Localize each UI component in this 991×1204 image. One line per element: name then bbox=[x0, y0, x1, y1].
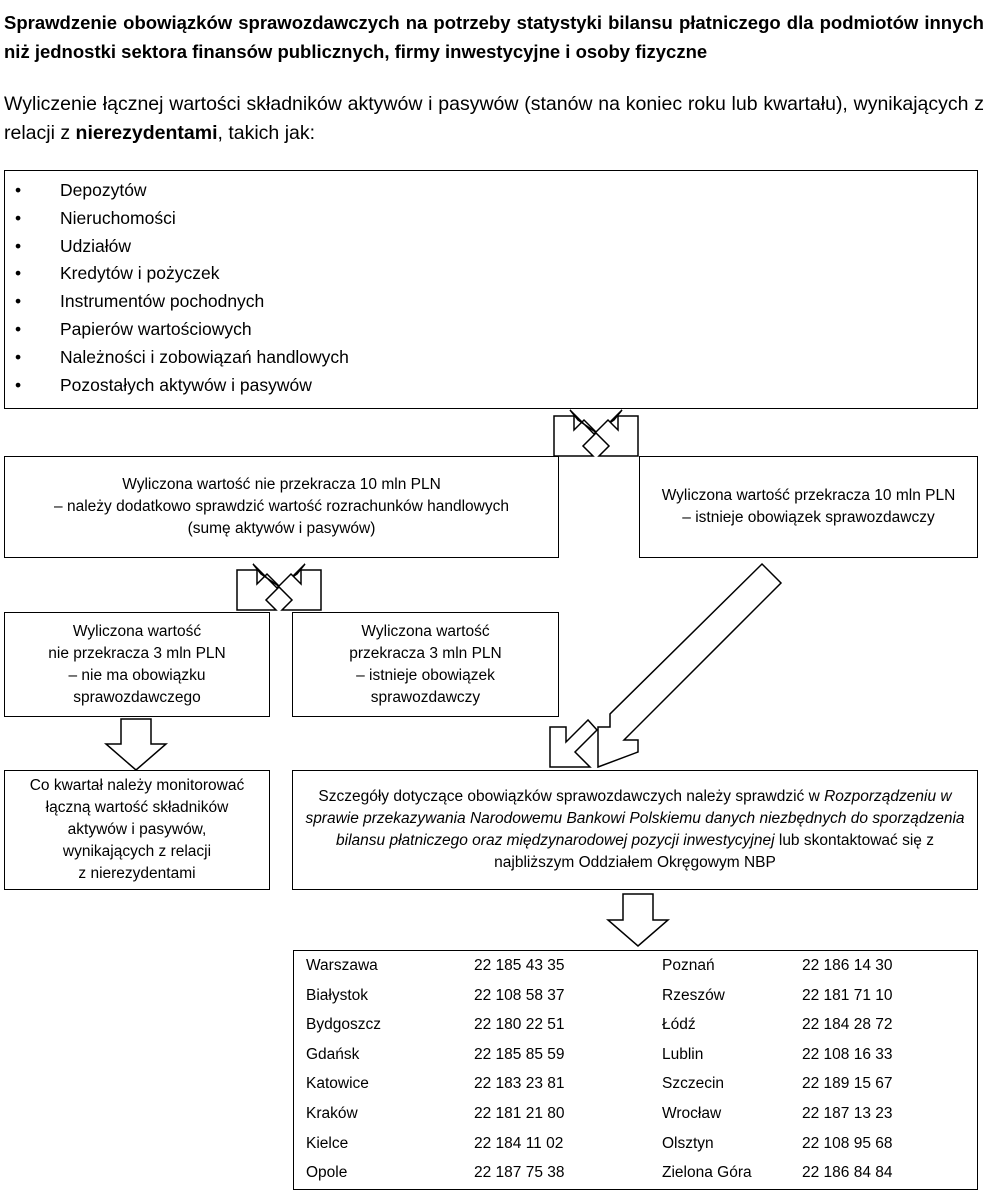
contact-city: Wrocław bbox=[662, 1105, 722, 1122]
contact-phone: 22 184 11 02 bbox=[474, 1134, 564, 1152]
arrow-top-right bbox=[569, 409, 639, 457]
list-item: Kredytów i pożyczek bbox=[15, 260, 977, 288]
asset-types-list: Depozytów Nieruchomości Udziałów Kredytó… bbox=[15, 177, 977, 399]
contact-phone: 22 108 95 68 bbox=[802, 1134, 893, 1152]
table-row: Katowice 22 183 23 81 Szczecin 22 189 15 67 bbox=[294, 1075, 977, 1104]
over-3mln-box: Wyliczona wartość przekracza 3 mln PLN –… bbox=[292, 612, 559, 717]
under-10mln-line1: Wyliczona wartość nie przekracza 10 mln … bbox=[122, 476, 441, 493]
under-10mln-box: Wyliczona wartość nie przekracza 10 mln … bbox=[4, 456, 559, 558]
list-item: Udziałów bbox=[15, 233, 977, 261]
monitor-line3: aktywów i pasywów, bbox=[67, 821, 207, 838]
contact-city: Gdańsk bbox=[306, 1045, 360, 1063]
table-row: Opole 22 187 75 38 Zielona Góra 22 186 84 8… bbox=[294, 1164, 977, 1193]
regulation-title: Rozporządzeniu w sprawie przekazywania N… bbox=[305, 788, 965, 849]
contact-city: Kraków bbox=[306, 1105, 358, 1122]
list-item: Papierów wartościowych bbox=[15, 316, 977, 344]
intro-paragraph: Wyliczenie łącznej wartości składników a… bbox=[4, 90, 984, 148]
contact-city: Lublin bbox=[662, 1045, 704, 1063]
contact-city: Kielce bbox=[306, 1134, 349, 1152]
contact-city: Opole bbox=[306, 1164, 348, 1182]
over-3mln-line2: przekracza 3 mln PLN bbox=[349, 644, 502, 662]
under-3mln-line4: sprawozdawczego bbox=[73, 688, 201, 706]
details-box: Szczegóły dotyczące obowiązków sprawozda… bbox=[292, 770, 978, 890]
table-row: Kraków 22 181 21 80 Wrocław 22 187 13 23 bbox=[294, 1105, 977, 1134]
monitor-line5: z nierezydentami bbox=[78, 865, 196, 882]
list-item: Depozytów bbox=[15, 177, 977, 205]
monitor-box: Co kwartał należy monitorować łączną war… bbox=[4, 770, 270, 890]
intro-text-before: Wyliczenie łącznej wartości składników a… bbox=[4, 93, 984, 144]
contact-city: Szczecin bbox=[662, 1075, 725, 1093]
contact-phone: 22 189 15 67 bbox=[802, 1075, 893, 1093]
under-3mln-line2: nie przekracza 3 mln PLN bbox=[48, 644, 226, 662]
intro-bold: nierezydentami bbox=[75, 122, 218, 144]
details-text: Szczegóły dotyczące obowiązków sprawozda… bbox=[305, 786, 965, 874]
list-item: Nieruchomości bbox=[15, 205, 977, 233]
over-10mln-line2: – istnieje obowiązek sprawozdawczy bbox=[682, 509, 935, 526]
contact-city: Warszawa bbox=[306, 957, 378, 974]
contact-phone: 22 181 71 10 bbox=[802, 986, 893, 1004]
contact-phone: 22 181 21 80 bbox=[474, 1105, 565, 1122]
arrow-diag-small bbox=[549, 718, 599, 768]
contact-city: Poznań bbox=[662, 957, 715, 974]
contact-city: Zielona Góra bbox=[662, 1164, 752, 1182]
over-10mln-line1: Wyliczona wartość przekracza 10 mln PLN bbox=[661, 487, 956, 504]
list-item: Pozostałych aktywów i pasywów bbox=[15, 372, 977, 400]
contacts-table: Warszawa 22 185 43 35 Poznań 22 186 14 30 Bi… bbox=[293, 950, 978, 1190]
contact-city: Bydgoszcz bbox=[306, 1016, 381, 1034]
table-row: Warszawa 22 185 43 35 Poznań 22 186 14 30 bbox=[294, 957, 977, 986]
details-part1: Szczegóły dotyczące obowiązków sprawozda… bbox=[318, 788, 825, 805]
contact-phone: 22 108 58 37 bbox=[474, 986, 565, 1004]
contact-city: Rzeszów bbox=[662, 986, 725, 1004]
arrow-down-contacts bbox=[605, 893, 671, 947]
contact-phone: 22 108 16 33 bbox=[802, 1045, 893, 1063]
monitor-line1: Co kwartał należy monitorować bbox=[29, 777, 245, 794]
over-10mln-box: Wyliczona wartość przekracza 10 mln PLN … bbox=[639, 456, 978, 558]
over-3mln-line3: – istnieje obowiązek bbox=[356, 666, 495, 684]
under-10mln-line3: (sumę aktywów i pasywów) bbox=[187, 520, 376, 537]
arrow-diag-long bbox=[597, 562, 783, 769]
table-row: Gdańsk 22 185 85 59 Lublin 22 108 16 33 bbox=[294, 1046, 977, 1075]
intro-text-after: , takich jak: bbox=[217, 122, 316, 144]
contact-phone: 22 186 14 30 bbox=[802, 957, 893, 974]
over-3mln-line1: Wyliczona wartość bbox=[361, 622, 490, 640]
contact-phone: 22 187 75 38 bbox=[474, 1164, 565, 1182]
table-row: Białystok 22 108 58 37 Rzeszów 22 181 71 10 bbox=[294, 987, 977, 1016]
contact-phone: 22 180 22 51 bbox=[474, 1016, 565, 1034]
contact-phone: 22 187 13 23 bbox=[802, 1105, 893, 1122]
page-title: Sprawdzenie obowiązków sprawozdawczych n… bbox=[4, 12, 984, 62]
contact-phone: 22 183 23 81 bbox=[474, 1075, 565, 1093]
list-item: Instrumentów pochodnych bbox=[15, 288, 977, 316]
contact-phone: 22 185 85 59 bbox=[474, 1045, 565, 1063]
contact-city: Katowice bbox=[306, 1075, 369, 1093]
contact-phone: 22 186 84 84 bbox=[802, 1164, 893, 1182]
table-row: Bydgoszcz 22 180 22 51 Łódź 22 184 28 72 bbox=[294, 1016, 977, 1045]
monitor-line4: wynikających z relacji bbox=[62, 843, 212, 860]
asset-types-box: Depozytów Nieruchomości Udziałów Kredytó… bbox=[4, 170, 978, 409]
under-3mln-line3: – nie ma obowiązku bbox=[68, 666, 206, 684]
contact-phone: 22 184 28 72 bbox=[802, 1016, 893, 1034]
under-3mln-line1: Wyliczona wartość bbox=[72, 622, 202, 640]
contact-city: Łódź bbox=[662, 1016, 696, 1034]
arrow-down-monitor bbox=[103, 718, 169, 771]
contact-city: Białystok bbox=[306, 986, 369, 1004]
under-3mln-box: Wyliczona wartość nie przekracza 3 mln P… bbox=[4, 612, 270, 717]
list-item: Należności i zobowiązań handlowych bbox=[15, 344, 977, 372]
details-part2: lub skontaktować się z najbliższym Oddzi… bbox=[494, 832, 934, 871]
over-3mln-line4: sprawozdawczy bbox=[370, 688, 481, 706]
table-row: Kielce 22 184 11 02 Olsztyn 22 108 95 68 bbox=[294, 1135, 977, 1164]
contact-phone: 22 185 43 35 bbox=[474, 957, 565, 974]
under-10mln-line2: – należy dodatkowo sprawdzić wartość roz… bbox=[54, 498, 509, 515]
arrow-mid-right bbox=[252, 563, 322, 611]
contact-city: Olsztyn bbox=[662, 1134, 714, 1152]
monitor-line2: łączną wartość składników bbox=[45, 799, 229, 816]
